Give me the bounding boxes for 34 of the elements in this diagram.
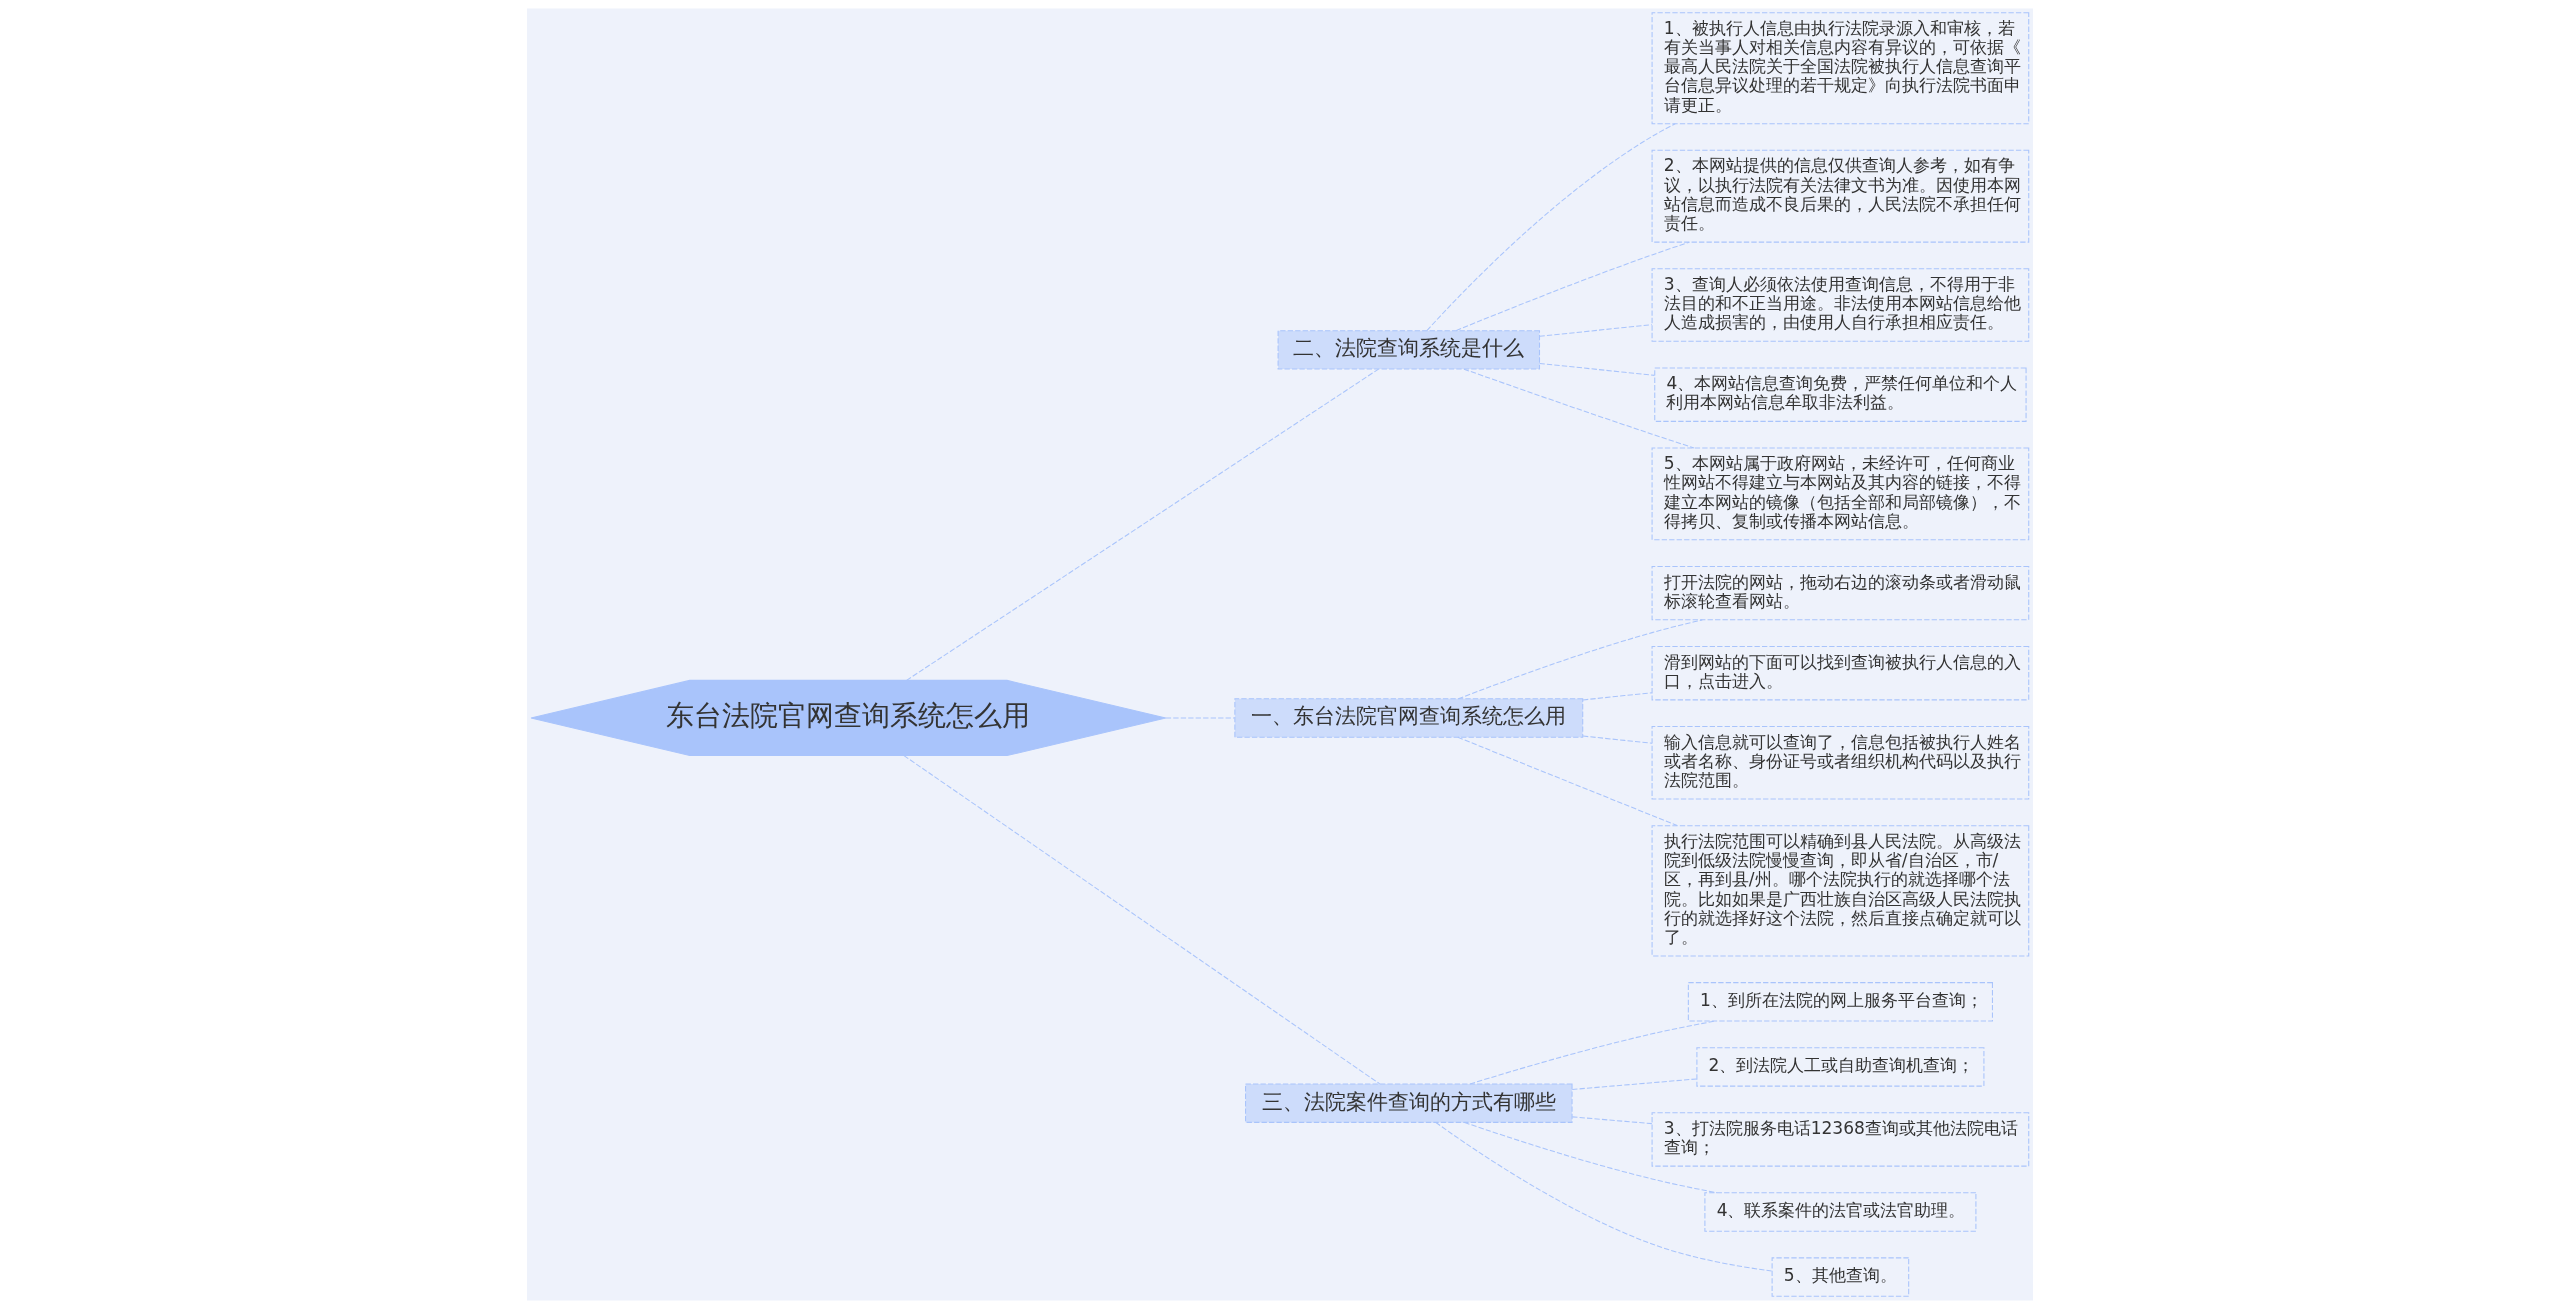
node-box: 5、其他查询。 xyxy=(1771,1257,1910,1297)
connector xyxy=(906,368,1380,681)
connector xyxy=(1455,241,1690,332)
connector xyxy=(1426,123,1676,331)
node-box: 三、法院案件查询的方式有哪些 xyxy=(1245,1083,1573,1123)
connector xyxy=(1571,1078,1698,1090)
node-box: 5、本网站属于政府网站，未经许可，任何商业性网站不得建立与本网站及其内容的链接，不得建立本网站的镜像（包括全部和局部镜像），不得拷贝、复制或传播本网站信息。 xyxy=(1651,447,2030,541)
node-box: 3、打法院服务电话12368查询或其他法院电话查询； xyxy=(1651,1112,2030,1167)
node-box: 2、到法院人工或自助查询机查询； xyxy=(1696,1047,1985,1087)
connector xyxy=(1464,1122,1718,1194)
node-box: 二、法院查询系统是什么 xyxy=(1277,330,1541,370)
connector xyxy=(903,755,1381,1085)
node-box: 3、查询人必须依法使用查询信息，不得用于非法目的和不正当用途。非法使用本网站信息给他人造成损害的，由使用人自行承担相应责任。 xyxy=(1651,268,2030,342)
node-box: 打开法院的网站，拖动右边的滚动条或者滑动鼠标滚轮查看网站。 xyxy=(1651,565,2030,621)
node-box: 2、本网站提供的信息仅供查询人参考，如有争议，以执行法院有关法律文书为准。因使用本网站信息而造成不良后果的，人民法院不承担任何责任。 xyxy=(1651,149,2030,243)
node-box: 1、到所在法院的网上服务平台查询； xyxy=(1687,982,1993,1022)
node-box: 4、联系案件的法官或法官助理。 xyxy=(1704,1192,1977,1232)
connector xyxy=(1571,1116,1653,1125)
connector xyxy=(1457,736,1678,827)
node-box: 1、被执行人信息由执行法院录源入和审核，若有关当事人对相关信息内容有异议的，可依据《最高人民法院关于全国法院被执行人信息查询平台信息异议处理的若干规定》向执行法院书面申请更正。 xyxy=(1651,12,2030,125)
node-box: 输入信息就可以查询了，信息包括被执行人姓名或者名称、身份证号或者组织机构代码以及执行法院范围。 xyxy=(1651,726,2030,800)
connector xyxy=(1457,619,1703,700)
node-box: 一、东台法院官网查询系统怎么用 xyxy=(1234,698,1584,738)
connector xyxy=(1539,324,1653,337)
connector xyxy=(1582,692,1653,701)
connector xyxy=(1539,362,1655,376)
node-box: 4、本网站信息查询免费，严禁任何单位和个人利用本网站信息牟取非法利益。 xyxy=(1654,367,2027,422)
node-box: 滑到网站的下面可以找到查询被执行人信息的入口，点击进入。 xyxy=(1651,645,2030,701)
connector xyxy=(1469,1020,1716,1085)
connector xyxy=(1582,735,1653,744)
connector xyxy=(1463,368,1695,449)
connector xyxy=(1165,717,1236,719)
node-box: 执行法院范围可以精确到县人民法院。从高级法院到低级法院慢慢查询，即从省/自治区，市/区，再到县/州。哪个法院执行的就选择哪个法院。比如如果是广西壮族自治区高级人民法院执行的就选择好这个法院，然后直接点确定就可以了。 xyxy=(1651,825,2030,957)
connector xyxy=(1435,1122,1773,1272)
